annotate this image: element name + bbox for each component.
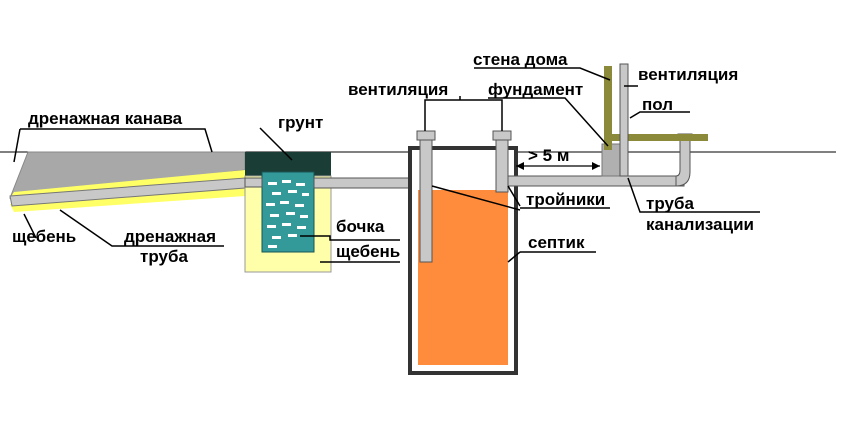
- distance-arrow-head-left: [516, 162, 524, 170]
- barrel-outlet-stub: [244, 177, 263, 188]
- label-gravel-barrel: щебень: [336, 242, 400, 261]
- pipe-septic-inlet: [507, 175, 685, 187]
- label-drainage-ditch: дренажная канава: [28, 109, 183, 128]
- leader-lines: [13, 67, 760, 263]
- label-septic: септик: [528, 233, 585, 252]
- label-distance: > 5 м: [528, 146, 569, 165]
- sewer-pipe-bend: [675, 139, 691, 187]
- label-barrel: бочка: [336, 217, 385, 236]
- label-ventilation-house: вентиляция: [638, 65, 738, 84]
- label-foundation: фундамент: [488, 80, 583, 99]
- label-house-wall: стена дома: [473, 50, 568, 69]
- septic-inner-gap: [418, 156, 508, 190]
- label-floor: пол: [642, 95, 673, 114]
- label-ventilation-septic: вентиляция: [348, 80, 448, 99]
- house-vent-pipe: [619, 63, 629, 177]
- distance-arrow-head-right: [592, 162, 600, 170]
- label-drain-pipe-2: труба: [140, 247, 188, 266]
- label-drain-pipe-1: дренажная: [124, 227, 216, 246]
- label-sewer-pipe-2: канализации: [646, 215, 754, 234]
- septic-vent-right-cap: [492, 130, 512, 141]
- septic-vent-left-cap: [416, 130, 436, 141]
- tee-right-vertical: [495, 139, 509, 193]
- pipe-septic-to-barrel: [313, 177, 419, 189]
- barrel-stones: [266, 180, 309, 248]
- house-floor: [612, 134, 708, 141]
- house-wall: [604, 66, 612, 150]
- tee-left-vertical: [419, 139, 433, 263]
- label-tees: тройники: [526, 190, 605, 209]
- label-gravel-ditch: щебень: [12, 227, 76, 246]
- label-soil: грунт: [278, 113, 323, 132]
- septic-liquid: [418, 190, 508, 365]
- label-sewer-pipe-1: труба: [646, 194, 694, 213]
